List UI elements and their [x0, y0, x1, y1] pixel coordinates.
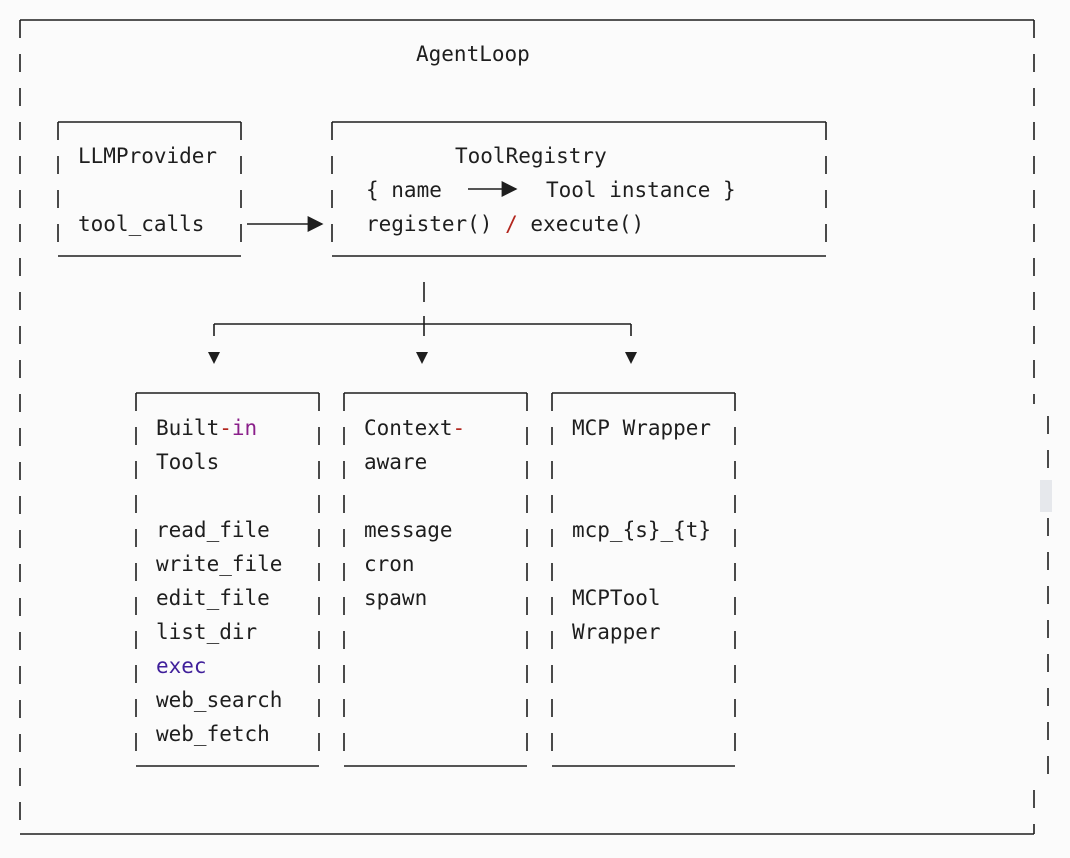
methods-separator: /	[505, 212, 518, 236]
down-arrow-context	[416, 352, 428, 364]
builtin-item: list_dir	[156, 620, 258, 644]
toolregistry-title: ToolRegistry	[455, 144, 607, 168]
mcp-class-line1: MCPTool	[572, 586, 661, 610]
register-method: register()	[366, 212, 493, 236]
scrollbar-thumb[interactable]	[1040, 480, 1052, 512]
mcp-class-line2: Wrapper	[572, 620, 661, 644]
mcp-wrapper-box	[551, 392, 736, 767]
builtin-title-line2: Tools	[156, 450, 220, 474]
context-title: Context-	[364, 416, 466, 440]
builtin-item: web_search	[156, 688, 283, 712]
registry-map-value: Tool instance }	[546, 178, 736, 202]
execute-method: execute()	[530, 212, 645, 236]
llmprovider-box	[57, 121, 242, 257]
context-aware-box	[343, 392, 528, 767]
agentloop-title: AgentLoop	[416, 42, 530, 66]
tool-calls-label: tool_calls	[78, 212, 205, 236]
builtin-item: write_file	[156, 552, 283, 576]
mcp-title: MCP Wrapper	[572, 416, 712, 440]
down-arrow-mcp	[625, 352, 637, 364]
builtin-tools-box	[135, 392, 320, 767]
llmprovider-title: LLMProvider	[78, 144, 218, 168]
context-item: cron	[364, 552, 415, 576]
down-arrow-builtin	[208, 352, 220, 364]
builtin-item: read_file	[156, 518, 270, 542]
context-title-line2: aware	[364, 450, 428, 474]
mcp-name-pattern: mcp_{s}_{t}	[572, 518, 712, 542]
registry-methods: register() / execute()	[366, 212, 644, 236]
registry-map-key: { name	[366, 178, 442, 202]
toolregistry-box	[331, 121, 827, 257]
builtin-title: Built-in	[156, 416, 258, 440]
outer-frame	[19, 19, 1049, 835]
builtin-item: exec	[156, 654, 207, 678]
builtin-item: web_fetch	[156, 722, 270, 746]
builtin-item: edit_file	[156, 586, 270, 610]
context-item: spawn	[364, 586, 428, 610]
context-item: message	[364, 518, 453, 542]
branch-connector	[213, 282, 632, 336]
